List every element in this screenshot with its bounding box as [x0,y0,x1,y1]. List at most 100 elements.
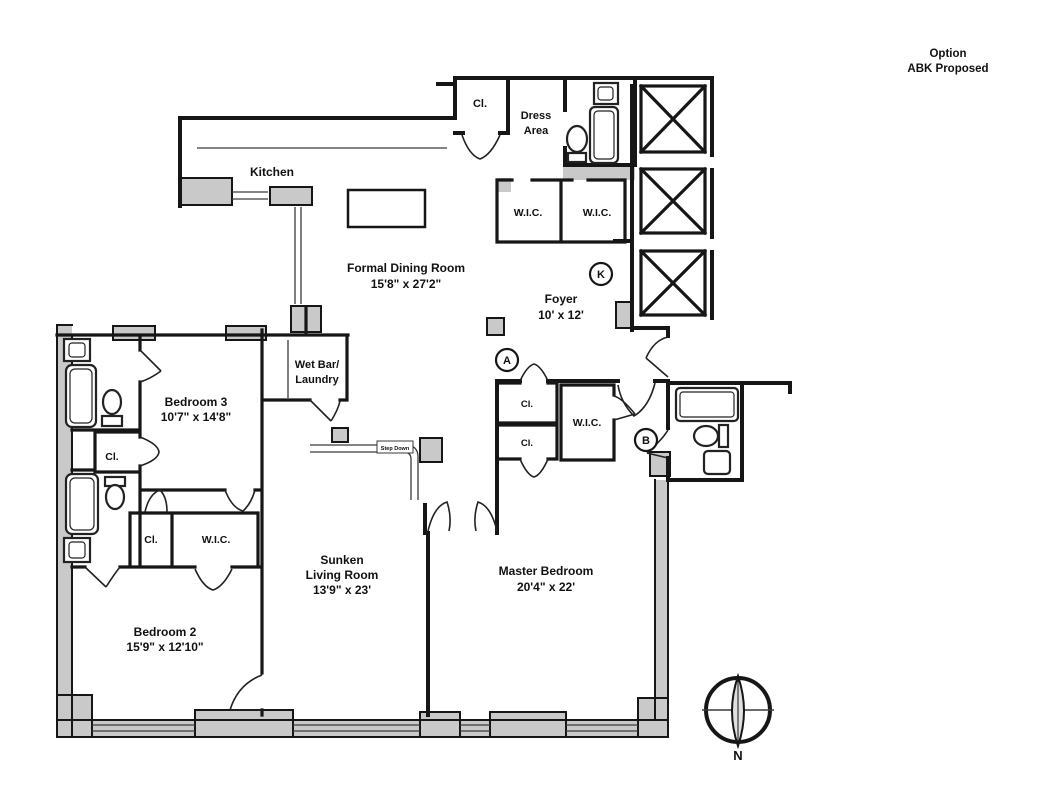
bath-corridor-wall [563,165,635,180]
master-closet-door [519,458,549,478]
wic-left-label: W.I.C. [514,207,543,219]
kitchen-passthrough-pier [269,186,313,206]
west-exterior-wall [57,325,72,737]
master-door-b [617,382,656,418]
toilet-tank-icon [100,414,124,428]
closet-top-door [461,134,501,160]
bathtub-icon [64,363,98,429]
walls-perimeter-edges [56,324,669,738]
marker-b-circle [633,427,659,453]
sink-icon [62,337,92,363]
dress-area-label-line1: Dress [521,110,552,122]
bedroom3-top-pier-1 [112,325,156,341]
bedroom3-label: Bedroom 3 [165,395,228,409]
kitchen-label: Kitchen [250,165,294,179]
toilet-icon [565,124,589,154]
walls-foyer-master [423,379,792,717]
marker-k-circle [588,261,614,287]
marker-k-label: K [597,269,605,281]
bathtub-icon [588,105,620,165]
dining-table [346,188,427,229]
sink-basin-icon [68,342,86,358]
marker-b-label: B [642,435,650,447]
south-pier-1 [194,709,294,738]
south-pier-3 [489,711,567,738]
bathtub-inner-icon [69,368,93,424]
elevator-shaft-2-x-icon [638,166,708,236]
master-dims: 20'4" x 22' [517,580,575,594]
foyer-label: Foyer [545,292,578,306]
bedroom3-dims: 10'7" x 14'8" [161,410,231,424]
compass: N [702,672,774,763]
sink-icon [702,449,732,476]
bedroom2-bath-door [84,566,121,588]
step-down-label-box [376,440,414,454]
dining-rail [294,207,302,304]
marker-a-circle [494,347,520,373]
living-label-line2: Living Room [306,568,379,582]
door-markers-group: K A B [494,261,659,453]
kitchen-passthrough-counter [232,191,268,200]
bedroom3-top-pier-2 [225,325,267,341]
living-dims: 13'9" x 23' [313,583,371,597]
wetbar-corridor-pier [331,427,349,443]
wetbar-label-line2: Laundry [295,374,339,386]
wetbar-label-line1: Wet Bar/ [295,359,339,371]
doors-group [84,134,669,711]
master-wic-door [613,395,636,421]
south-windows [92,724,638,732]
kitchen-counter-pier [179,177,233,206]
bathtub-inner-icon [593,110,615,160]
bedroom3-hall-door [224,489,256,512]
elevator-shaft-1-x-icon [638,83,708,155]
elevator-lobby-pier [615,301,633,329]
room-labels-group: Option ABK Proposed Kitchen Formal Dinin… [105,48,988,654]
bedroom2-label: Bedroom 2 [134,625,197,639]
master-label: Master Bedroom [499,564,594,578]
south-exterior-wall [57,720,668,737]
dining-label: Formal Dining Room [347,261,465,275]
walls-lower-left-block [55,306,350,717]
closet-hall-label: Cl. [105,451,119,463]
marker-a-label: A [503,355,511,367]
toilet-tank-icon [566,151,588,164]
walls-group [55,76,792,738]
toilet-icon [104,483,126,511]
toilet-icon [101,388,123,416]
living-master-double-door [427,501,498,532]
entry-door [645,336,669,378]
bathtub-icon [674,386,740,423]
walls-wic-block [495,178,627,244]
bedroom2-closet-door [144,489,168,513]
closet-master-upper-label: Cl. [521,399,533,410]
living-label-line1: Sunken [320,553,363,567]
foyer-closet-door [519,363,549,382]
bedroom2-living-door [229,674,263,711]
southeast-corner-pier [637,697,669,738]
step-down-label: Step Down [381,446,410,452]
closet-master-lower-label: Cl. [521,438,533,449]
elevator-shaft-3-x-icon [638,248,708,318]
bedroom3-door [139,349,162,383]
wic-bedroom2-label: W.I.C. [202,534,231,546]
sink-basin-icon [68,541,86,559]
compass-north-label: N [733,748,742,763]
toilet-tank-icon [717,423,730,449]
foyer-column [486,317,505,336]
southwest-corner-pier [56,694,93,738]
foyer-dims: 10' x 12' [538,308,584,322]
wetbar-door [309,399,341,422]
hall-closet-door [139,436,160,467]
option-title-line2: ABK Proposed [907,63,988,75]
elevator-shafts-group [638,83,708,318]
bedroom2-wic-door [194,568,233,591]
bathtub-icon [64,472,100,536]
dress-area-label-line2: Area [524,125,549,137]
master-east-wall [655,480,668,722]
fixtures-group [62,81,740,564]
dining-dims: 15'8" x 27'2" [371,277,441,291]
walls-master-east-edges [654,479,669,723]
